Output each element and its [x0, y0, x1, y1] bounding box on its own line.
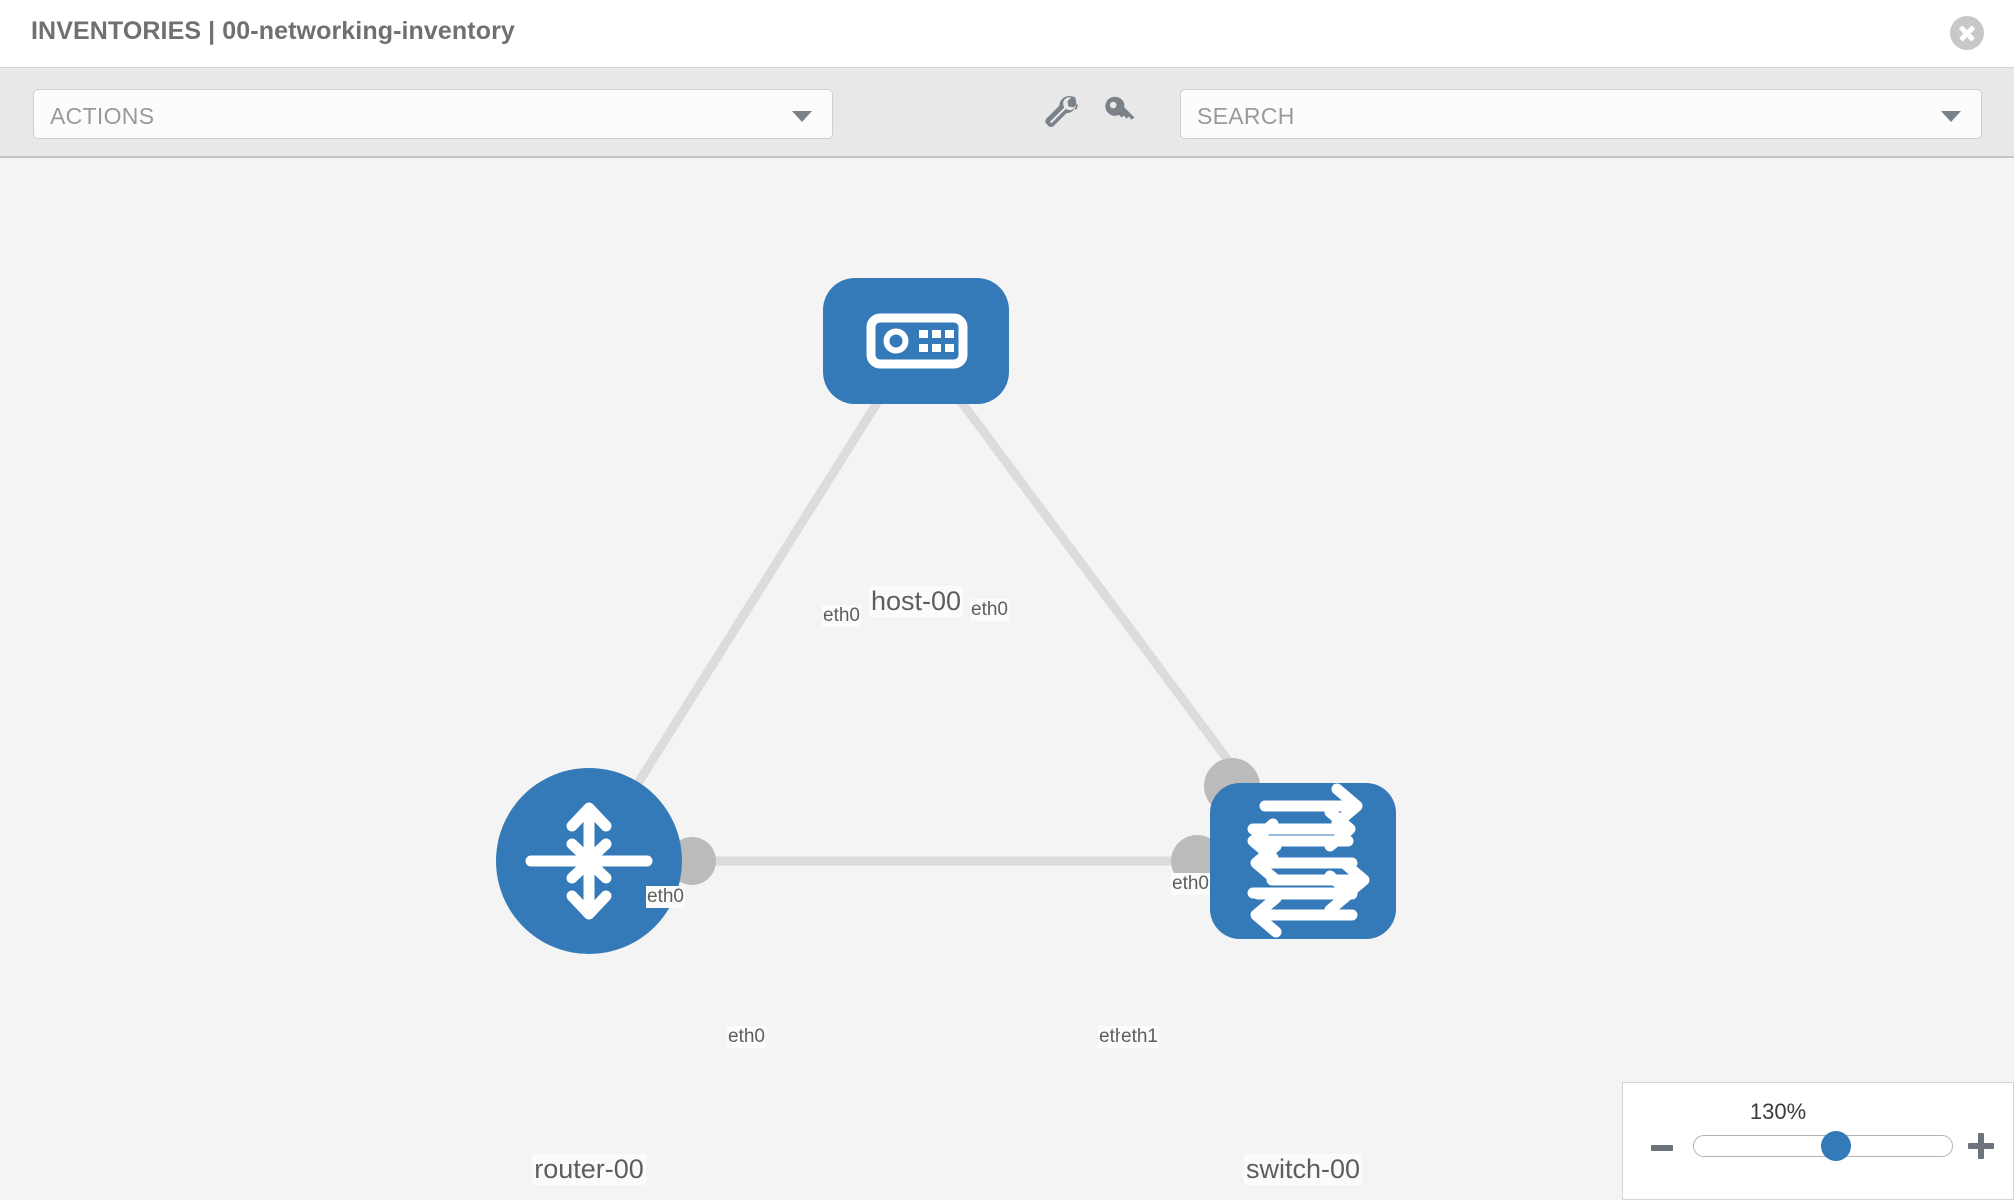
node-label-switch-00: switch-00 [1243, 1154, 1363, 1185]
page-header: INVENTORIES | 00-networking-inventory [0, 0, 2014, 68]
node-label-router-00: router-00 [532, 1154, 646, 1185]
node-host-00 [823, 278, 1009, 404]
page-title: INVENTORIES | 00-networking-inventory [31, 17, 515, 45]
router-icon [525, 802, 653, 920]
zoom-slider-thumb[interactable] [1820, 1131, 1851, 1161]
node-router-00 [496, 768, 682, 954]
topology-endpoints [668, 345, 1260, 887]
iface-label: eth0 [646, 886, 685, 908]
iface-label: eth0 [970, 599, 1009, 621]
zoom-level-value: 130% [1749, 1099, 1807, 1124]
key-icon[interactable] [1098, 92, 1142, 136]
switch-icon-rows [1247, 783, 1370, 938]
zoom-slider[interactable] [1693, 1131, 1953, 1161]
close-icon[interactable] [1950, 16, 1984, 50]
node-label-host-00: host-00 [868, 586, 964, 617]
chevron-down-icon[interactable] [1941, 111, 1961, 122]
topology-graph [496, 278, 1396, 954]
zoom-control-panel: 130% [1622, 1082, 2014, 1200]
iface-label: eth0 [1171, 873, 1210, 895]
iface-label: eth0 [727, 1026, 766, 1048]
iface-label: eth [1098, 1026, 1127, 1048]
actions-dropdown-label: ACTIONS [50, 103, 155, 129]
iface-label: eth1 [1120, 1026, 1159, 1048]
wrench-icon[interactable] [1040, 92, 1084, 136]
search-input[interactable]: SEARCH [1180, 89, 1982, 139]
plus-icon[interactable] [1968, 1133, 1994, 1159]
node-switch-00 [1210, 783, 1396, 939]
link-router00-host00 [585, 338, 920, 864]
topology-canvas[interactable]: eth0 eth0 eth0 eth0 eth0 eth eth1 host-0… [0, 158, 2014, 1200]
search-placeholder: SEARCH [1197, 103, 1295, 129]
chevron-down-icon [792, 111, 812, 122]
toolbar: ACTIONS SEARCH [0, 68, 2014, 158]
host-icon [866, 313, 968, 369]
iface-label: eth0 [822, 605, 861, 627]
actions-dropdown[interactable]: ACTIONS [33, 89, 833, 139]
minus-icon[interactable] [1651, 1145, 1673, 1151]
